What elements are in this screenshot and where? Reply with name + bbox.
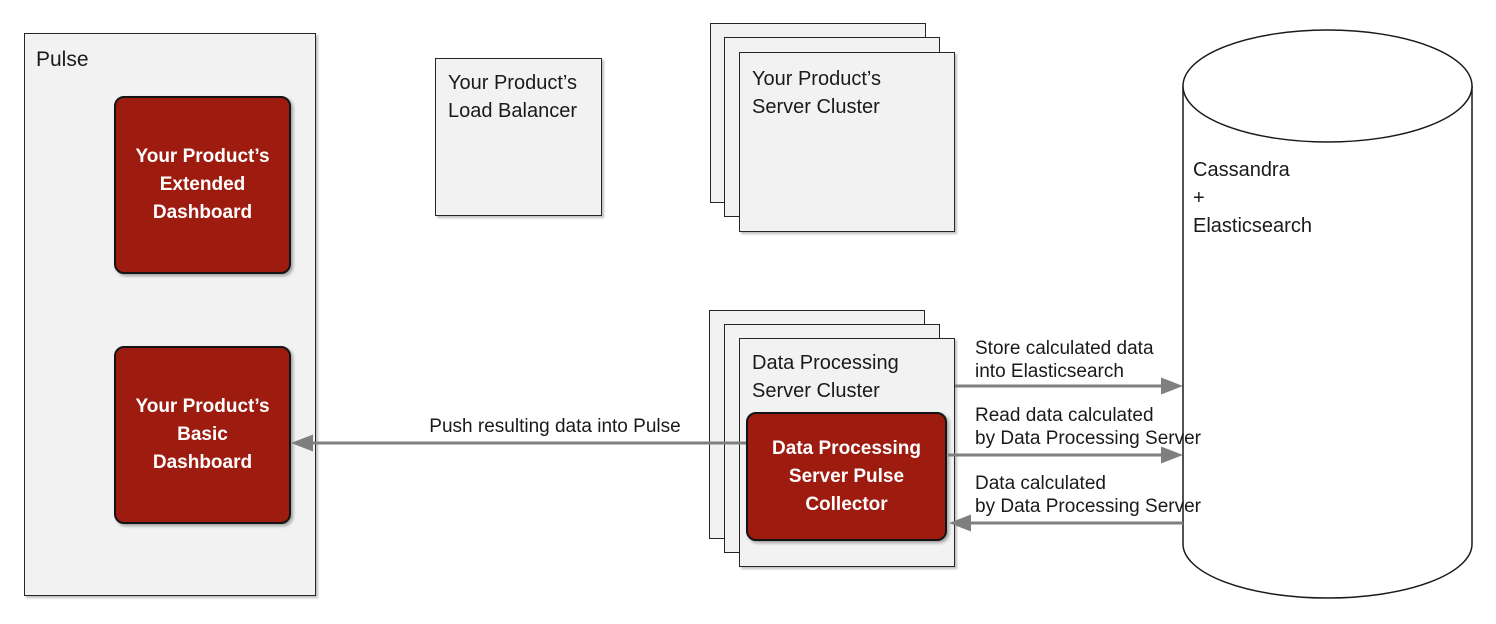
- read-arrow-label: Read data calculated by Data Processing …: [975, 405, 1201, 449]
- load-balancer-label: Your Product’s Load Balancer: [448, 72, 577, 122]
- pulse-container: Pulse Your Product’s Extended Dashboard …: [24, 33, 316, 596]
- database-cylinder-icon: [1182, 29, 1473, 599]
- store-arrow-label: Store calculated data into Elasticsearch: [975, 338, 1154, 382]
- dp-cluster-label: Data Processing Server Cluster: [752, 352, 899, 402]
- extended-dashboard-label: Your Product’s Extended Dashboard: [135, 146, 270, 223]
- server-cluster-label: Your Product’s Server Cluster: [752, 68, 881, 118]
- pulse-collector-label: Data Processing Server Pulse Collector: [772, 437, 921, 515]
- pulse-collector-box: Data Processing Server Pulse Collector: [746, 412, 947, 541]
- pulse-container-label: Pulse: [36, 48, 89, 71]
- basic-dashboard-label: Your Product’s Basic Dashboard: [135, 396, 270, 473]
- basic-dashboard-box: Your Product’s Basic Dashboard: [114, 346, 291, 524]
- extended-dashboard-box: Your Product’s Extended Dashboard: [114, 96, 291, 274]
- load-balancer-box: Your Product’s Load Balancer: [435, 58, 602, 216]
- data-calculated-arrow-label: Data calculated by Data Processing Serve…: [975, 473, 1201, 517]
- server-cluster-box: Your Product’s Server Cluster: [739, 52, 955, 232]
- push-arrow-label: Push resulting data into Pulse: [429, 416, 681, 437]
- database-label: Cassandra + Elasticsearch: [1193, 159, 1312, 237]
